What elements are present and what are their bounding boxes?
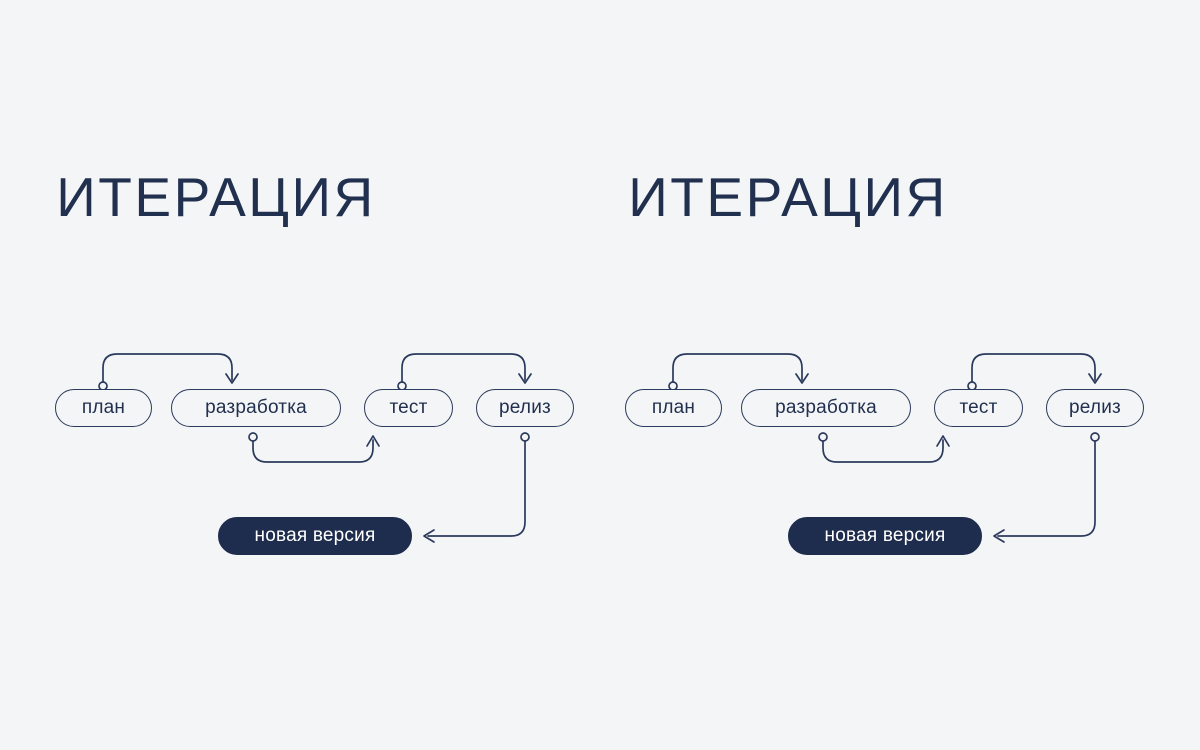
node-new-version[interactable]: новая версия [788,517,982,555]
arrow-origin-dot-release [1090,432,1100,442]
arrow-release-to-new-version [427,440,526,537]
node-release[interactable]: релиз [1046,389,1144,427]
node-release[interactable]: релиз [476,389,574,427]
arrowhead-into-new-version [993,529,1005,543]
iteration-panel-2: ИТЕРАЦИЯ план разработка тест релиз нова… [570,0,1170,750]
arrow-test-to-release [971,353,1096,384]
arrowhead-into-release [518,373,532,384]
arrow-development-to-test [252,439,374,463]
panel-title-iteration-2: ИТЕРАЦИЯ [628,166,948,228]
arrow-origin-dot-development [248,432,258,442]
node-new-version[interactable]: новая версия [218,517,412,555]
arrow-origin-dot-release [520,432,530,442]
arrow-plan-to-development [672,353,803,384]
arrowhead-into-test [366,435,380,447]
arrowhead-into-release [1088,373,1102,384]
node-test[interactable]: тест [934,389,1023,427]
arrowhead-into-test [936,435,950,447]
panel-title-iteration-1: ИТЕРАЦИЯ [56,166,376,228]
node-development[interactable]: разработка [171,389,341,427]
arrow-origin-dot-development [818,432,828,442]
arrow-release-to-new-version [997,440,1096,537]
arrowhead-into-new-version [423,529,435,543]
node-plan[interactable]: план [625,389,722,427]
arrow-test-to-release [401,353,526,384]
arrowhead-into-development [795,373,809,384]
iteration-panel-1: ИТЕРАЦИЯ план разр [55,166,574,555]
arrowhead-into-development [225,373,239,384]
flow-connectors-2 [668,353,1102,543]
node-plan[interactable]: план [55,389,152,427]
arrow-development-to-test [822,439,944,463]
node-test[interactable]: тест [364,389,453,427]
arrow-plan-to-development [102,353,233,384]
node-development[interactable]: разработка [741,389,911,427]
